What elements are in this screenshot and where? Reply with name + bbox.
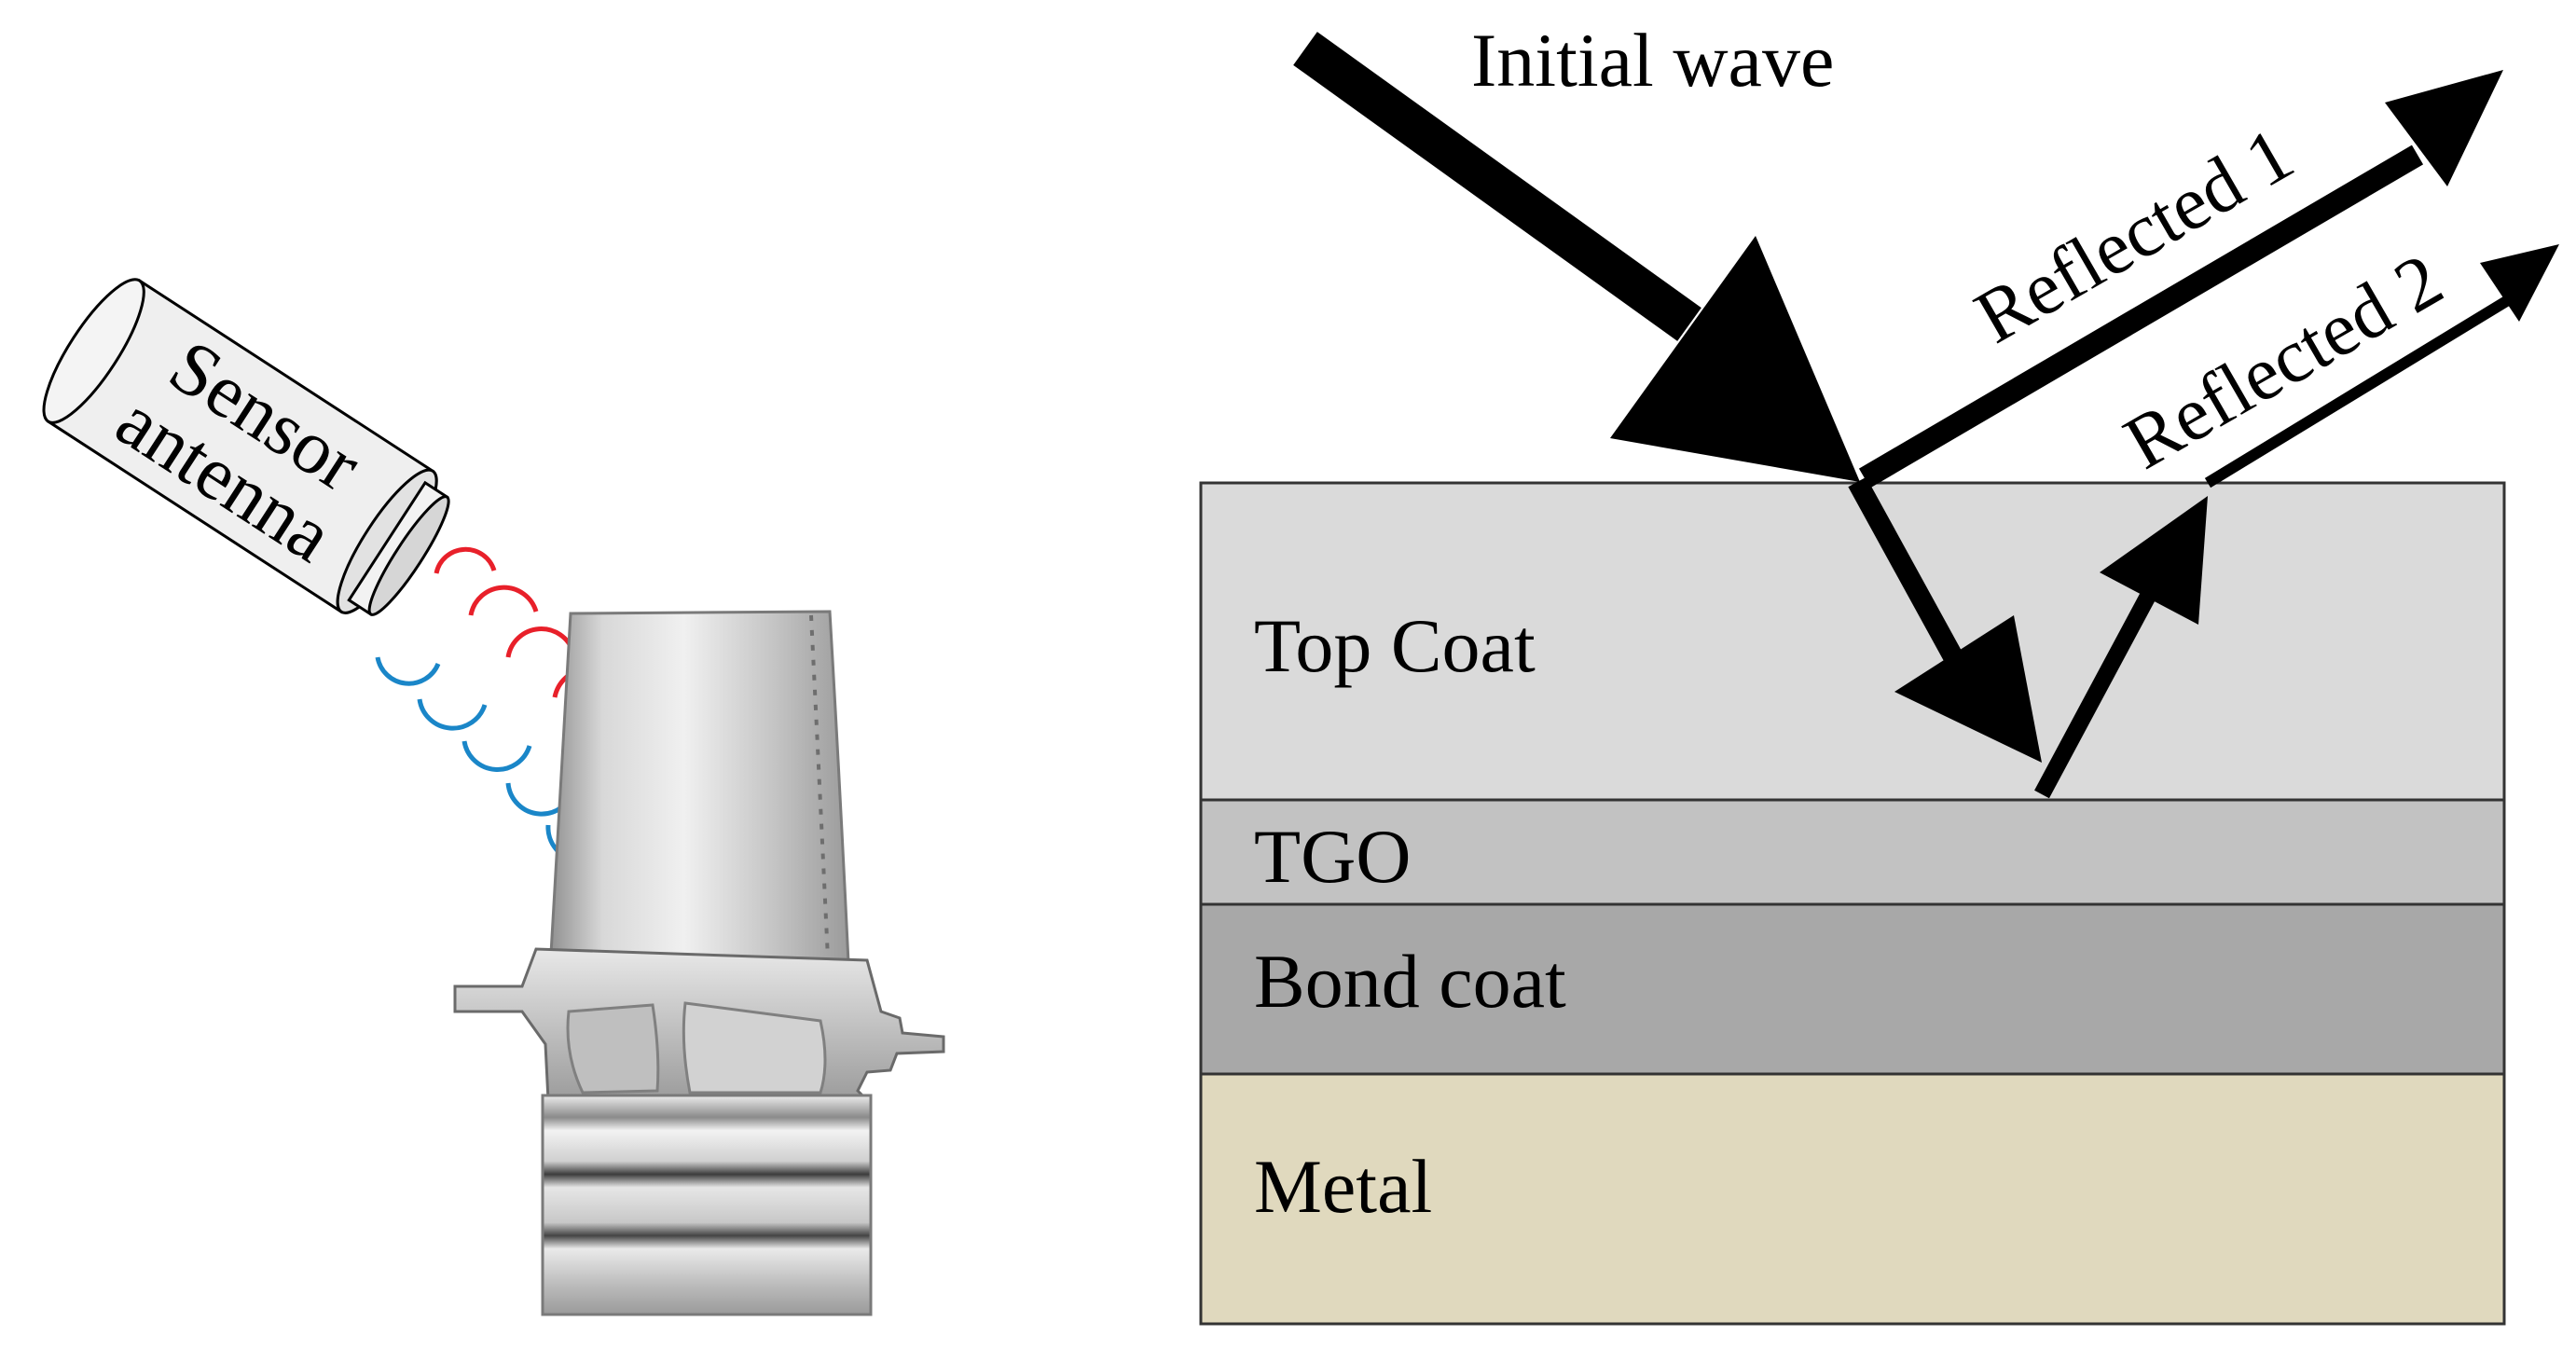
sensor-antenna-group: Sensor antenna [42,278,450,616]
layer-top-coat [1199,481,2506,802]
initial-wave-label: Initial wave [1471,18,1834,103]
layer-metal [1199,1072,2506,1326]
turbine-blade-icon [453,610,945,1316]
layer-tgo [1199,798,2506,906]
layer-label-tgo: TGO [1254,814,1412,899]
initial-wave-arrow: Initial wave [1293,18,1860,482]
layer-bond-coat [1199,902,2506,1076]
transmitted-wave-arrow [1848,476,2208,799]
layer-label-bond-coat: Bond coat [1254,939,1566,1024]
reflected-2-arrow: Reflected 2 [2111,237,2559,489]
layer-label-metal: Metal [1254,1144,1432,1229]
coating-layers: Top Coat TGO Bond coat Metal [1199,481,2506,1326]
layer-label-top-coat: Top Coat [1254,603,1536,688]
sensor-antenna-cylinder-icon: Sensor antenna [42,278,450,616]
